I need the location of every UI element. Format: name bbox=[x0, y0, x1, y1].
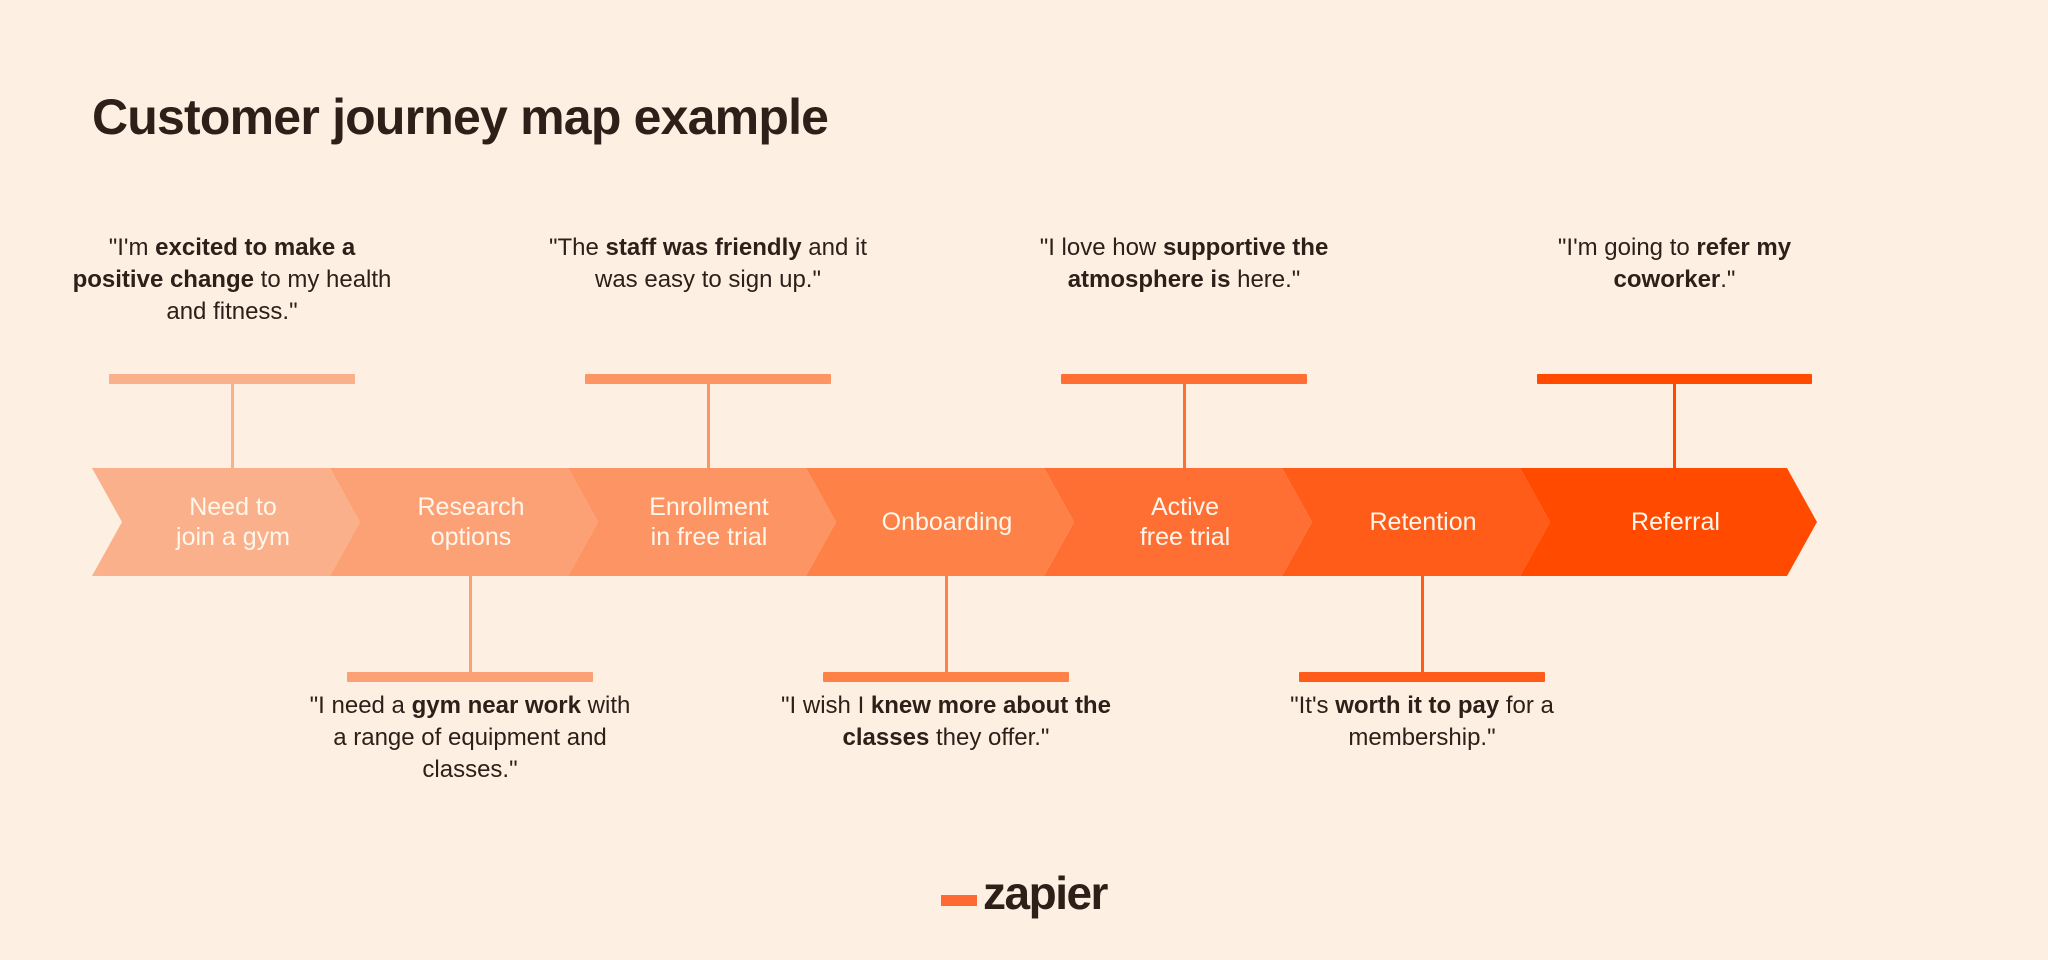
journey-stage-1[interactable]: Need to join a gym bbox=[92, 468, 360, 576]
connector-bar-7 bbox=[1537, 374, 1812, 384]
stage-label: Active free trial bbox=[1139, 492, 1231, 551]
stage-quote-3: "The staff was friendly and it was easy … bbox=[543, 232, 873, 296]
connector-bar-2 bbox=[347, 672, 593, 682]
quote-text: here." bbox=[1230, 265, 1301, 293]
stage-label: Referral bbox=[1631, 507, 1720, 536]
stage-label: Retention bbox=[1369, 507, 1477, 536]
stage-label: Research options bbox=[417, 492, 525, 551]
stage-quote-5: "I love how supportive the atmosphere is… bbox=[1019, 232, 1349, 296]
quote-text: "I wish I bbox=[781, 692, 871, 719]
stage-quote-6: "It's worth it to pay for a membership." bbox=[1257, 690, 1587, 754]
quote-emphasis: supportive the atmosphere is bbox=[1067, 234, 1329, 293]
connector-stem-7 bbox=[1673, 384, 1676, 468]
quote-text: "It's bbox=[1290, 692, 1336, 719]
quote-emphasis: worth it to pay bbox=[1335, 692, 1500, 719]
stage-label: Need to join a gym bbox=[176, 492, 290, 551]
connector-bar-1 bbox=[109, 374, 355, 384]
underscore-mark-icon bbox=[941, 894, 978, 906]
connector-stem-1 bbox=[230, 384, 234, 468]
connector-bar-3 bbox=[585, 374, 831, 384]
connector-stem-5 bbox=[1182, 384, 1186, 468]
journey-stage-7[interactable]: Referral bbox=[1520, 468, 1817, 576]
quote-text: for a membership." bbox=[1348, 692, 1554, 751]
stage-quote-4: "I wish I knew more about the classes th… bbox=[781, 690, 1111, 754]
quote-emphasis: staff was friendly bbox=[605, 234, 802, 261]
quote-text: they offer." bbox=[929, 723, 1050, 751]
quote-emphasis: excited to make a positive change bbox=[72, 234, 356, 293]
connector-bar-4 bbox=[823, 672, 1069, 682]
quote-emphasis: refer my coworker bbox=[1613, 234, 1792, 293]
quote-text: with a range of equipment and classes." bbox=[333, 692, 631, 783]
page-title: Customer journey map example bbox=[92, 89, 829, 145]
journey-stage-3[interactable]: Enrollment in free trial bbox=[568, 468, 836, 576]
stage-quote-7: "I'm going to refer my coworker." bbox=[1510, 232, 1840, 296]
quote-text: "I'm going to bbox=[1557, 234, 1697, 261]
quote-text: ." bbox=[1720, 265, 1736, 293]
connector-stem-3 bbox=[706, 384, 710, 468]
journey-stage-2[interactable]: Research options bbox=[330, 468, 598, 576]
connector-bar-6 bbox=[1299, 672, 1545, 682]
journey-stage-6[interactable]: Retention bbox=[1282, 468, 1550, 576]
quote-emphasis: knew more about the classes bbox=[842, 692, 1111, 751]
journey-stage-4[interactable]: Onboarding bbox=[806, 468, 1074, 576]
stage-quote-2: "I need a gym near work with a range of … bbox=[305, 690, 635, 786]
connector-stem-4 bbox=[944, 576, 948, 672]
quote-text: "The bbox=[549, 234, 606, 261]
zapier-logo: zapier bbox=[0, 867, 2048, 919]
quote-text: "I'm bbox=[108, 234, 156, 261]
quote-emphasis: gym near work bbox=[411, 692, 581, 719]
logo-wordmark: zapier bbox=[983, 867, 1108, 919]
connector-stem-2 bbox=[468, 576, 472, 672]
quote-text: and it was easy to sign up." bbox=[595, 234, 867, 293]
stage-label: Onboarding bbox=[881, 507, 1013, 536]
stage-label: Enrollment in free trial bbox=[649, 492, 769, 551]
journey-chevron-band: Need to join a gym Research options Enroll… bbox=[92, 468, 1957, 576]
connector-stem-6 bbox=[1420, 576, 1424, 672]
quote-text: "I need a bbox=[309, 692, 412, 719]
connector-bar-5 bbox=[1061, 374, 1307, 384]
journey-stage-5[interactable]: Active free trial bbox=[1044, 468, 1312, 576]
quote-text: "I love how bbox=[1039, 234, 1163, 261]
stage-quote-1: "I'm excited to make a positive change t… bbox=[67, 232, 397, 328]
quote-text: to my health and fitness." bbox=[166, 265, 392, 325]
